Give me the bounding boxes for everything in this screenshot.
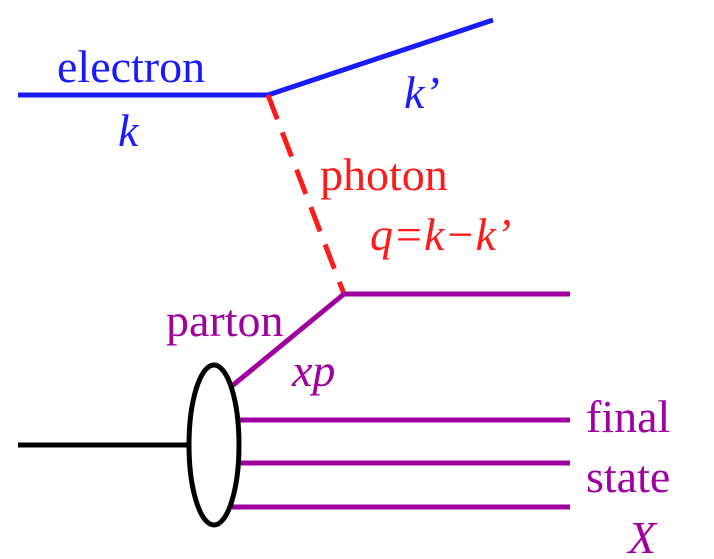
proton-blob <box>186 362 242 528</box>
label-electron: electron <box>57 41 205 92</box>
outgoing-electron-line <box>267 17 494 98</box>
label-xp: xp <box>291 345 335 396</box>
parton-line <box>230 292 346 388</box>
label-k: k <box>118 105 140 156</box>
label-q-expression: q=k−k’ <box>370 209 511 260</box>
label-photon: photon <box>320 149 448 200</box>
label-k-prime: k’ <box>404 67 440 118</box>
photon-line <box>265 94 347 295</box>
label-state: state <box>586 451 670 502</box>
label-final: final <box>586 391 670 442</box>
label-X: X <box>626 512 658 559</box>
label-parton: parton <box>166 295 284 346</box>
